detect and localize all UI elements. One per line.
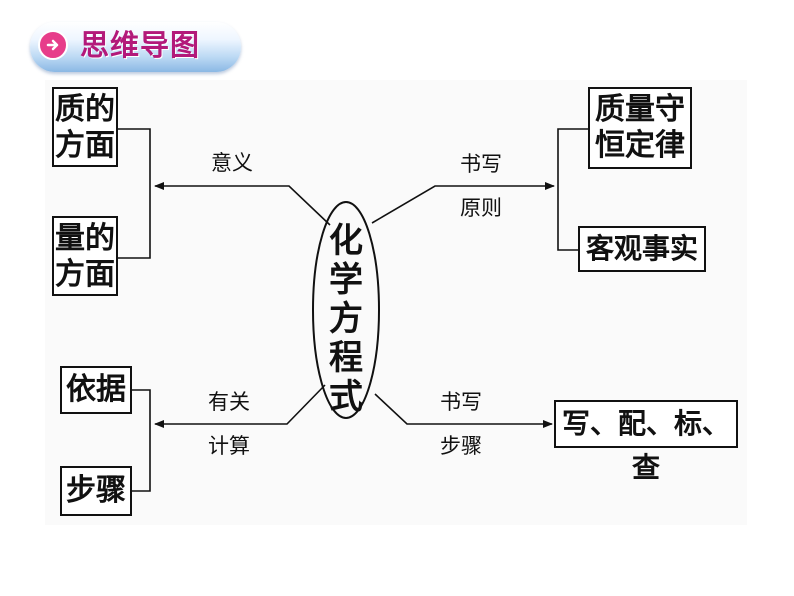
label-line: 计算 [208, 434, 250, 458]
node-line: 量的 [55, 221, 115, 256]
center-ellipse [312, 201, 380, 419]
bracket-top-right [557, 128, 590, 251]
center-char: 学 [329, 260, 363, 300]
node-quality-aspect: 质的 方面 [52, 87, 118, 167]
header-badge: 思维导图 [30, 22, 241, 72]
connector-bottom-left [154, 384, 326, 428]
circle-arrow-icon [38, 30, 68, 60]
label-line: 书写 [460, 152, 502, 176]
node-basis: 依据 [60, 366, 132, 414]
label-line: 书写 [440, 390, 482, 414]
label-meaning: 意义 [211, 151, 253, 175]
connector-bottom-right [374, 393, 553, 428]
center-char: 式 [329, 377, 363, 417]
label-writing-principle: 书写 原则 [460, 151, 502, 221]
node-line: 质量守 [595, 92, 685, 127]
node-line: 恒定律 [595, 128, 685, 163]
center-char: 化 [329, 221, 363, 261]
connector-top-left [154, 182, 331, 226]
center-node: 化 学 方 程 式 [322, 222, 370, 417]
center-char: 方 [329, 299, 363, 339]
label-line: 步骤 [440, 434, 482, 458]
node-writing-steps: 写、配、标、查 [554, 400, 738, 484]
page-title: 思维导图 [80, 28, 201, 62]
bracket-bottom-left [130, 389, 151, 492]
node-line: 方面 [55, 128, 115, 163]
node-objective-facts: 客观事实 [578, 226, 706, 272]
node-conservation-law: 质量守 恒定律 [588, 87, 692, 169]
label-line: 有关 [208, 390, 250, 414]
bracket-top-left [116, 128, 151, 259]
center-char: 程 [329, 338, 363, 378]
node-quantity-aspect: 量的 方面 [52, 216, 118, 296]
connector-top-right [371, 182, 555, 224]
label-line: 原则 [460, 196, 502, 220]
node-steps: 步骤 [60, 466, 132, 516]
node-line: 方面 [55, 257, 115, 292]
node-line: 质的 [55, 92, 115, 127]
label-writing-steps: 书写 步骤 [440, 389, 482, 459]
label-related-calculation: 有关 计算 [208, 389, 250, 459]
